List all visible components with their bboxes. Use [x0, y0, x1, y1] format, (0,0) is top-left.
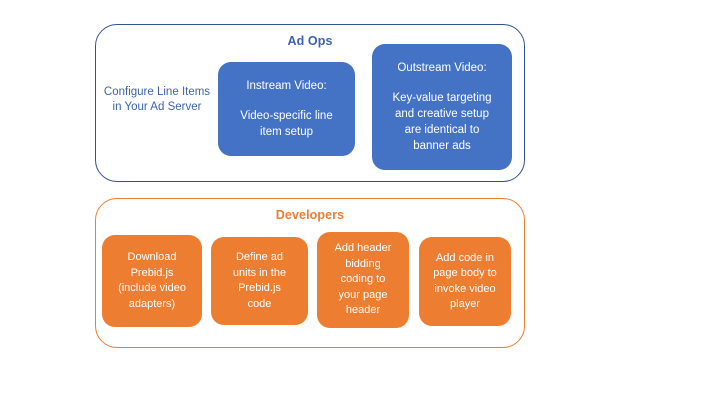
- invoke-player-line-2: page body to: [433, 267, 497, 279]
- define-ad-units-line-2: units in the: [232, 266, 287, 279]
- invoke-player-node: Add code in page body to invoke video pl…: [419, 237, 511, 326]
- download-prebid-node: Download Prebid.js (include video adapte…: [102, 235, 202, 327]
- instream-video-body-line-1: Video-specific line: [240, 110, 333, 122]
- outstream-video-heading: Outstream Video:: [397, 62, 487, 74]
- define-ad-units-line-4: code: [247, 297, 272, 310]
- invoke-player-line-4: player: [450, 298, 480, 310]
- instream-video-heading: Instream Video:: [246, 80, 327, 92]
- define-ad-units-line-3: Prebid.js: [238, 282, 281, 294]
- download-prebid-line-1: Download: [127, 251, 177, 263]
- configure-line-items-line-2: Items in Your Ad: [112, 85, 211, 114]
- ad-ops-group-title: Ad Ops: [287, 34, 333, 48]
- invoke-player-line-3: invoke video: [434, 282, 496, 295]
- configure-line-items-line-3: Server: [167, 101, 202, 113]
- header-bidding-node: Add header bidding coding to your page h…: [317, 232, 409, 328]
- configure-line-items-line-1: Configure Line: [103, 85, 179, 98]
- outstream-video-body-line-1: Key-value targeting: [392, 92, 492, 104]
- invoke-player-line-1: Add code in: [435, 251, 495, 264]
- download-prebid-line-2: Prebid.js: [130, 266, 174, 279]
- outstream-video-body-line-3: are identical to: [404, 124, 480, 136]
- define-ad-units-node: Define ad units in the Prebid.js code: [211, 237, 308, 325]
- define-ad-units-line-1: Define ad: [235, 251, 284, 263]
- configure-line-items-label: Configure Line Items in Your Ad Server: [103, 70, 211, 130]
- header-bidding-line-4: your page: [338, 288, 388, 301]
- header-bidding-line-1: Add header: [334, 242, 392, 255]
- download-prebid-line-4: adapters): [128, 297, 176, 310]
- outstream-video-node: Outstream Video: Key-value targeting and…: [372, 44, 512, 170]
- outstream-video-body-line-2: and creative setup: [395, 108, 489, 120]
- download-prebid-line-3: (include video: [118, 282, 186, 294]
- header-bidding-line-3: coding to: [340, 273, 386, 286]
- developers-group-title: Developers: [275, 208, 345, 222]
- header-bidding-line-5: header: [345, 304, 381, 317]
- instream-video-body-line-2: item setup: [259, 126, 314, 138]
- header-bidding-line-2: bidding: [345, 257, 381, 270]
- instream-video-node: Instream Video: Video-specific line item…: [218, 62, 355, 156]
- outstream-video-body-line-4: banner ads: [413, 140, 471, 152]
